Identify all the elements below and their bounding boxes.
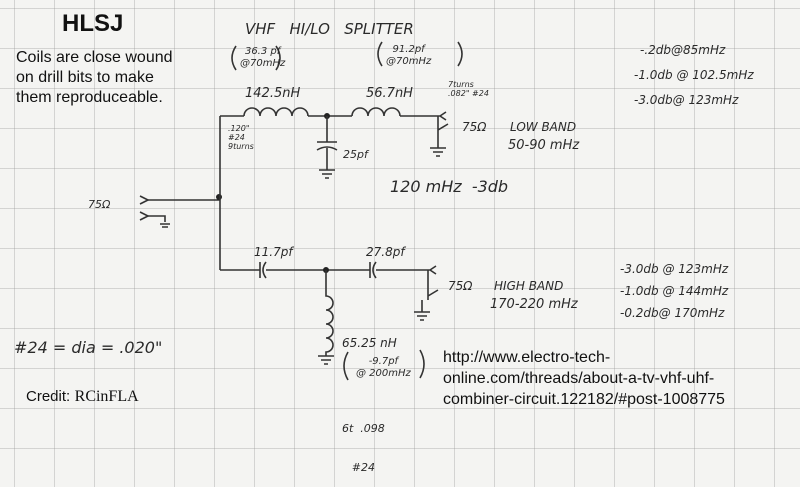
low-output-connector	[400, 111, 447, 121]
inductor-l1	[243, 107, 309, 117]
l-shunt-reactance: -9.7pf @ 200mHz	[356, 356, 411, 380]
cutoff-note: 120 mHz -3db	[390, 177, 509, 196]
inductor-l2	[351, 107, 401, 117]
l2-winding: 7turns .082" #24	[448, 80, 489, 98]
bracket	[231, 45, 281, 71]
source-url[interactable]: http://www.electro-tech- online.com/thre…	[443, 347, 800, 410]
diagram-title: VHF HI/LO SPLITTER	[245, 20, 414, 38]
note-line: on drill bits to make	[16, 69, 154, 86]
l1-winding: .120" #24 9turns	[228, 124, 254, 151]
high-output-ground	[414, 270, 439, 321]
low-band-label: LOW BAND	[510, 120, 577, 134]
c1-value: 11.7pf	[254, 245, 293, 259]
input-impedance: 75Ω	[88, 198, 111, 211]
note-line: Coils are close wound	[16, 49, 173, 66]
l2-reactance: 91.2pf @70mHz	[386, 44, 431, 68]
l1-reactance: 36.3 pf @70mHz	[240, 46, 285, 70]
winding-line: #24	[228, 133, 245, 142]
response-line: -3.0db @ 123mHz	[620, 262, 729, 276]
page-title: HLSJ	[62, 10, 124, 37]
winding-line: .082" #24	[448, 89, 489, 98]
schematic-drawing	[139, 41, 463, 381]
l1-value: 142.5nH	[245, 86, 301, 101]
winding-line: 6t .098	[342, 422, 385, 435]
high-band-label: HIGH BAND	[494, 279, 564, 293]
bracket	[377, 41, 463, 67]
inductor-shunt-l3	[318, 270, 334, 365]
response-line: -1.0db @ 102.5mHz	[634, 68, 754, 82]
low-band-range: 50-90 mHz	[508, 138, 580, 153]
credit-label: Credit:	[26, 388, 71, 405]
l-shunt-value: 65.25 nH	[342, 336, 397, 350]
winding-line: 9turns	[228, 142, 254, 151]
winding-line: #24	[351, 461, 375, 474]
high-band-range: 170-220 mHz	[490, 297, 578, 312]
low-output-impedance: 75Ω	[462, 120, 487, 134]
junction-dot	[216, 194, 222, 200]
high-pass-line	[220, 261, 437, 279]
low-pass-response: -.2db@85mHz -1.0db @ 102.5mHz -3.0db@ 12…	[634, 38, 754, 113]
note-line: them reproduceable.	[16, 89, 163, 106]
high-output-impedance: 75Ω	[448, 279, 473, 293]
url-line[interactable]: combiner-circuit.122182/#post-1008775	[443, 391, 725, 408]
reactance-line: @ 200mHz	[356, 368, 411, 379]
url-line[interactable]: online.com/threads/about-a-tv-vhf-uhf-	[443, 370, 715, 387]
url-line[interactable]: http://www.electro-tech-	[443, 349, 611, 366]
high-pass-response: -3.0db @ 123mHz -1.0db @ 144mHz -0.2db@ …	[620, 258, 728, 324]
reactance-line: -9.7pf	[368, 356, 399, 367]
c2-value: 27.8pf	[366, 245, 405, 259]
l-shunt-winding: 6t .098 #24	[342, 396, 385, 487]
credit: Credit: RCinFLA	[26, 388, 139, 406]
response-line: -0.2db@ 170mHz	[620, 306, 725, 320]
l2-value: 56.7nH	[366, 86, 413, 101]
bracket	[343, 349, 425, 381]
capacitor-25pf	[316, 116, 338, 179]
reactance-line: 36.3 pf	[244, 46, 281, 57]
winding-line: .120"	[228, 124, 250, 133]
response-line: -1.0db @ 144mHz	[620, 284, 729, 298]
reactance-line: 91.2pf	[392, 44, 425, 55]
reactance-line: @70mHz	[240, 58, 286, 69]
low-output-ground	[430, 116, 449, 157]
response-line: -3.0db@ 123mHz	[634, 93, 739, 107]
credit-name: RCinFLA	[74, 388, 139, 405]
input-connector	[139, 195, 220, 228]
winding-line: 7turns	[448, 80, 474, 89]
c-shunt-value: 25pf	[343, 148, 368, 161]
coil-note: Coils are close wound on drill bits to m…	[16, 48, 216, 108]
response-line: -.2db@85mHz	[640, 43, 726, 57]
reactance-line: @70mHz	[386, 56, 432, 67]
wire-gauge-note: #24 = dia = .020"	[14, 338, 163, 357]
